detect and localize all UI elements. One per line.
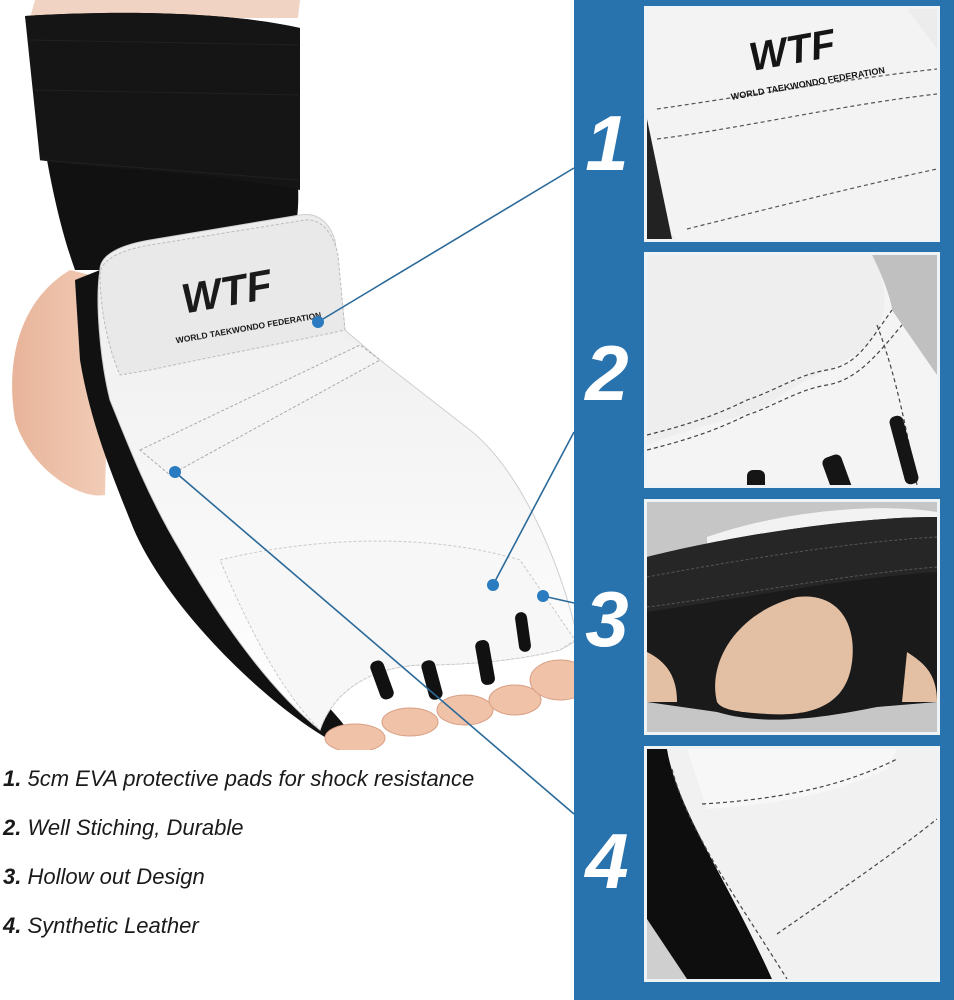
- stitching-closeup: [647, 255, 937, 485]
- detail-photo-2: [644, 252, 940, 488]
- feature-item: 4. Synthetic Leather: [3, 913, 563, 962]
- leather-edge-closeup: [647, 749, 937, 979]
- feature-text: Synthetic Leather: [21, 913, 199, 938]
- foot-protector-illustration: WTF WORLD TAEKWONDO FEDERATION: [12, 0, 574, 750]
- feature-number: 3.: [3, 864, 22, 889]
- feature-item: 1. 5cm EVA protective pads for shock res…: [3, 766, 563, 815]
- detail-number-3: 3: [585, 575, 629, 663]
- feature-item: 2. Well Stiching, Durable: [3, 815, 563, 864]
- hollow-heel-closeup: [647, 502, 937, 732]
- feature-number: 1.: [3, 766, 22, 791]
- detail-number-2: 2: [585, 329, 629, 417]
- feature-text: 5cm EVA protective pads for shock resist…: [21, 766, 475, 791]
- feature-number: 4.: [3, 913, 22, 938]
- detail-photo-4: [644, 746, 940, 982]
- detail-panel: 1 WTF WORLD TAEKWONDO FEDERATION: [574, 0, 954, 1000]
- detail-number-4: 4: [585, 817, 629, 905]
- detail-photo-3: [644, 499, 940, 735]
- ankle-sleeve: [25, 12, 360, 745]
- detail-photo-1: WTF WORLD TAEKWONDO FEDERATION: [644, 6, 940, 242]
- logo-pad-closeup: WTF WORLD TAEKWONDO FEDERATION: [647, 9, 937, 239]
- feature-number: 2.: [3, 815, 22, 840]
- feature-list: 1. 5cm EVA protective pads for shock res…: [3, 766, 563, 962]
- feature-text: Hollow out Design: [21, 864, 205, 889]
- feature-item: 3. Hollow out Design: [3, 864, 563, 913]
- detail-number-1: 1: [585, 99, 629, 187]
- product-image: WTF WORLD TAEKWONDO FEDERATION: [0, 0, 574, 750]
- feature-text: Well Stiching, Durable: [21, 815, 244, 840]
